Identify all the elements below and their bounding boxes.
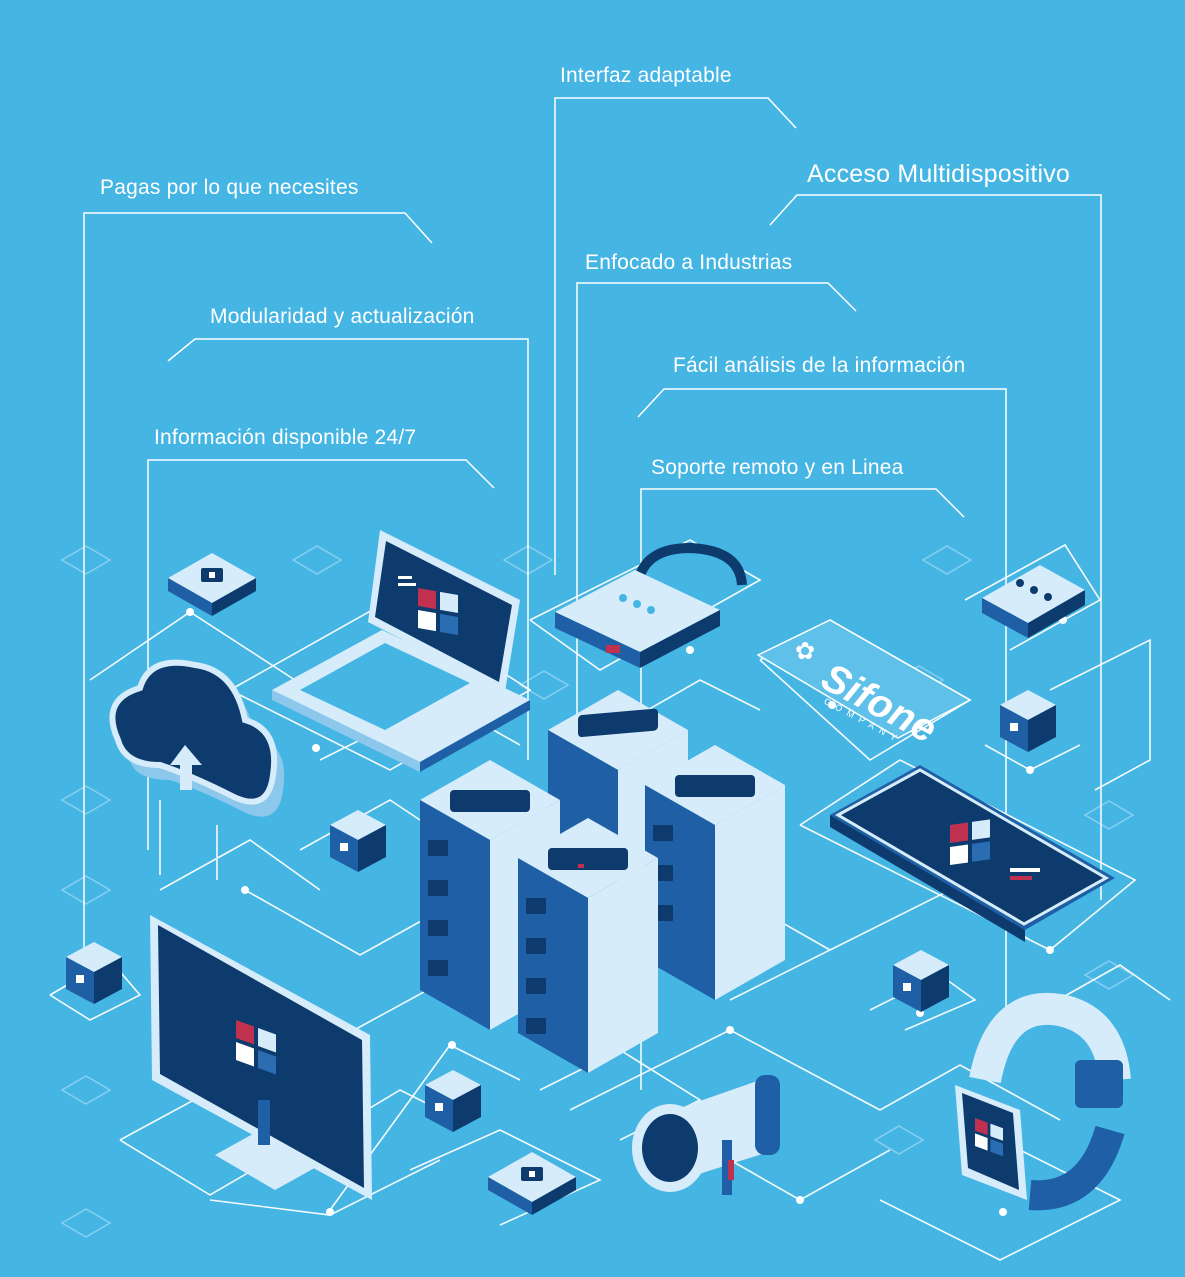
tablet-icon <box>830 765 1115 942</box>
laptop-icon <box>272 530 530 772</box>
monitor-icon <box>150 915 372 1200</box>
brand-plaque <box>756 619 972 739</box>
feature-label-informacion: Información disponible 24/7 <box>154 426 417 449</box>
feature-label-enfocado: Enfocado a Industrias <box>585 251 793 274</box>
callout-lines <box>83 97 1102 1090</box>
feature-label-acceso: Acceso Multidispositivo <box>807 160 1071 188</box>
router-device-icon <box>168 553 256 616</box>
feature-label-modularidad: Modularidad y actualización <box>210 305 475 328</box>
brand-logo-icon: ✿ <box>795 638 816 665</box>
feature-label-pagas: Pagas por lo que necesites <box>100 176 359 199</box>
smartwatch-icon <box>955 992 1131 1211</box>
switch-device-icon <box>982 565 1085 638</box>
server-racks-icon <box>420 690 785 1073</box>
feature-label-facil: Fácil análisis de la información <box>673 354 966 377</box>
megaphone-icon <box>632 1075 780 1195</box>
lock-device-icon <box>555 542 747 668</box>
feature-label-soporte: Soporte remoto y en Linea <box>651 456 904 479</box>
hub-device-icon <box>488 1152 576 1215</box>
feature-label-interfaz: Interfaz adaptable <box>560 64 732 87</box>
cube-icons <box>66 690 1056 1132</box>
cloud-upload-icon <box>109 659 285 880</box>
